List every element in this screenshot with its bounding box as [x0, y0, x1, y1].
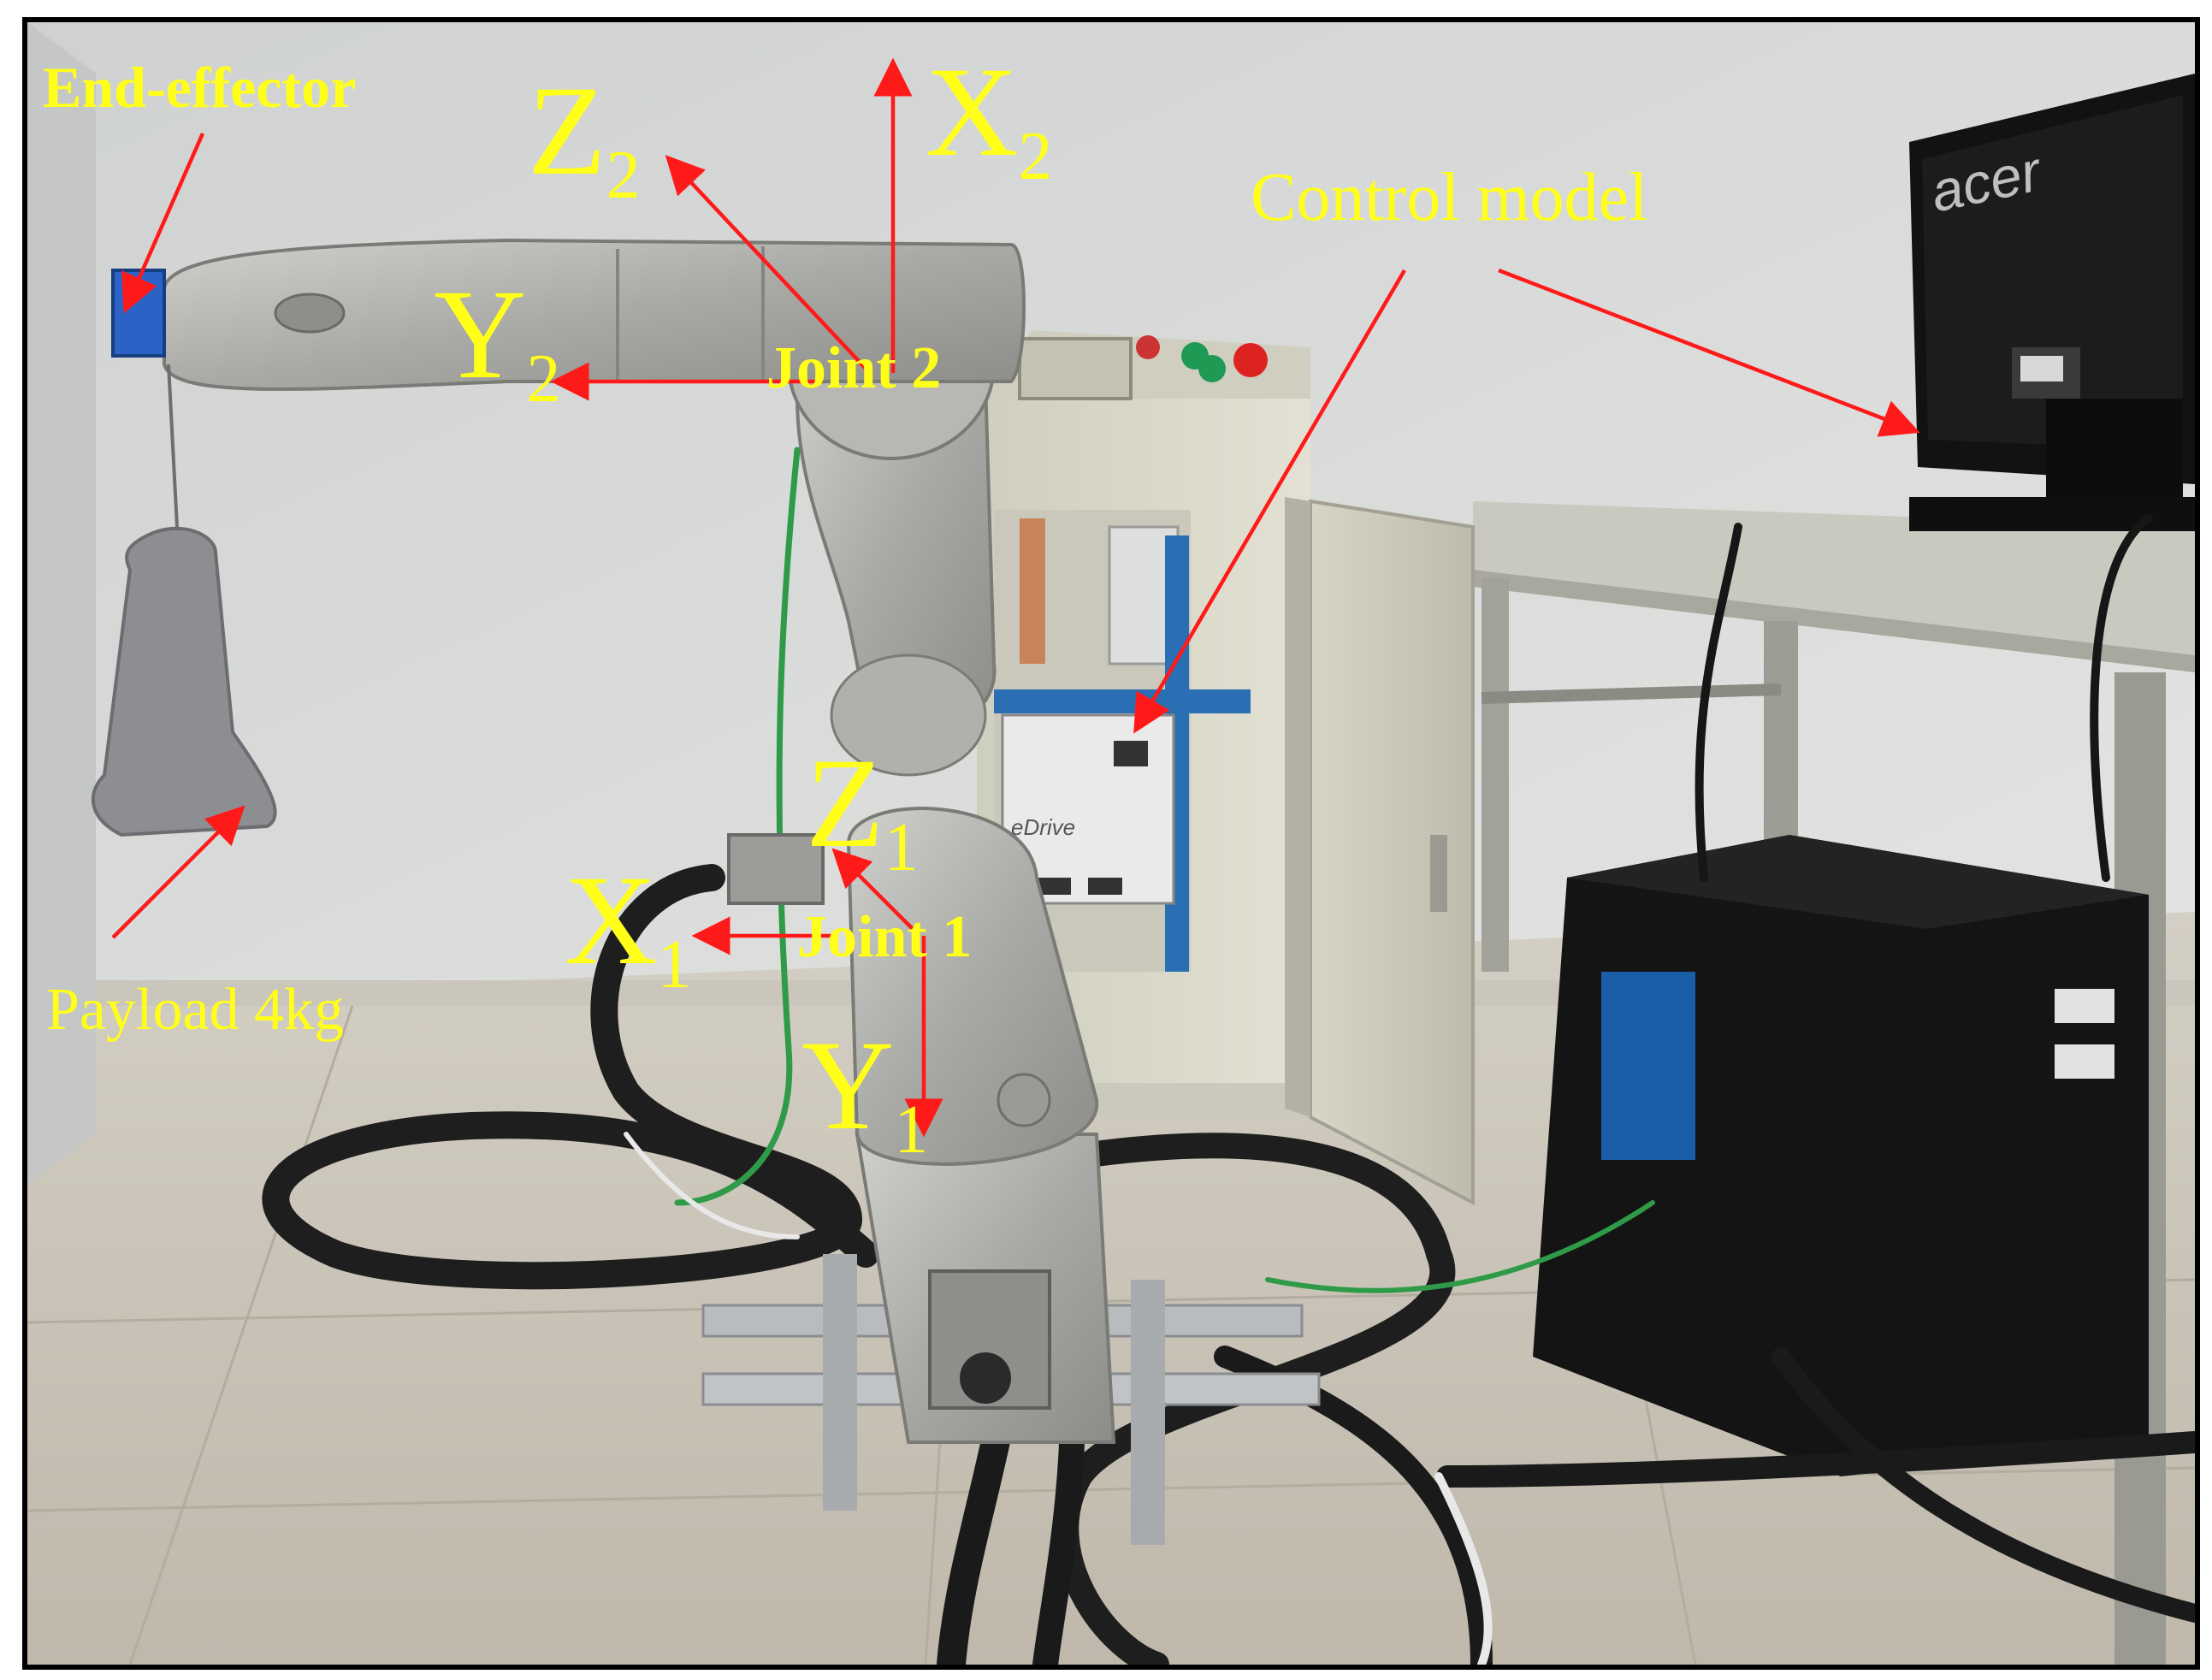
control-model-label: Control model: [1251, 160, 1648, 235]
z2-axis-label: Z2: [528, 67, 641, 210]
y1-letter: Y: [801, 1015, 895, 1156]
arrow-control-model-monitor: [1498, 268, 1920, 437]
y1-axis-label: Y1: [801, 1021, 928, 1164]
arrow-end-effector: [121, 133, 205, 314]
arrow-control-model-cabinet: [1133, 269, 1406, 734]
payload-label: Payload 4kg: [46, 977, 345, 1043]
robot-photo: eDrive: [27, 22, 2195, 1665]
monitor: [1909, 74, 2195, 531]
z1-subscript: 1: [884, 810, 919, 885]
robot-arm: [92, 238, 1116, 1444]
x1-letter: X: [565, 849, 658, 991]
drive-brand: eDrive: [1011, 814, 1075, 840]
z1-axis-label: Z1: [806, 739, 919, 882]
x1-subscript: 1: [657, 927, 692, 1003]
y2-axis-label: Y2: [434, 270, 560, 413]
arrow-payload: [111, 805, 245, 939]
photo-frame: eDrive: [22, 17, 2200, 1670]
y2-subscript: 2: [526, 341, 561, 417]
computer-tower: [1533, 835, 2149, 1476]
y2-letter: Y: [434, 263, 527, 405]
x2-letter: X: [926, 41, 1019, 183]
z1-letter: Z: [806, 732, 884, 874]
z2-letter: Z: [528, 60, 606, 202]
control-cabinet: eDrive: [977, 330, 1475, 1206]
side-wall: [27, 22, 96, 1186]
joint1-label: Joint 1: [797, 904, 973, 970]
arrow-z1: [831, 848, 914, 931]
x2-subscript: 2: [1018, 119, 1053, 194]
x1-axis-label: X1: [565, 856, 691, 999]
arrow-z2: [665, 155, 872, 375]
z2-subscript: 2: [606, 138, 641, 213]
x2-axis-label: X2: [926, 48, 1052, 191]
y1-subscript: 1: [894, 1092, 929, 1168]
end-effector-label: End-effector: [43, 55, 357, 120]
annotation-arrows: [111, 57, 1920, 1138]
joint2-label: Joint 2: [766, 335, 942, 401]
